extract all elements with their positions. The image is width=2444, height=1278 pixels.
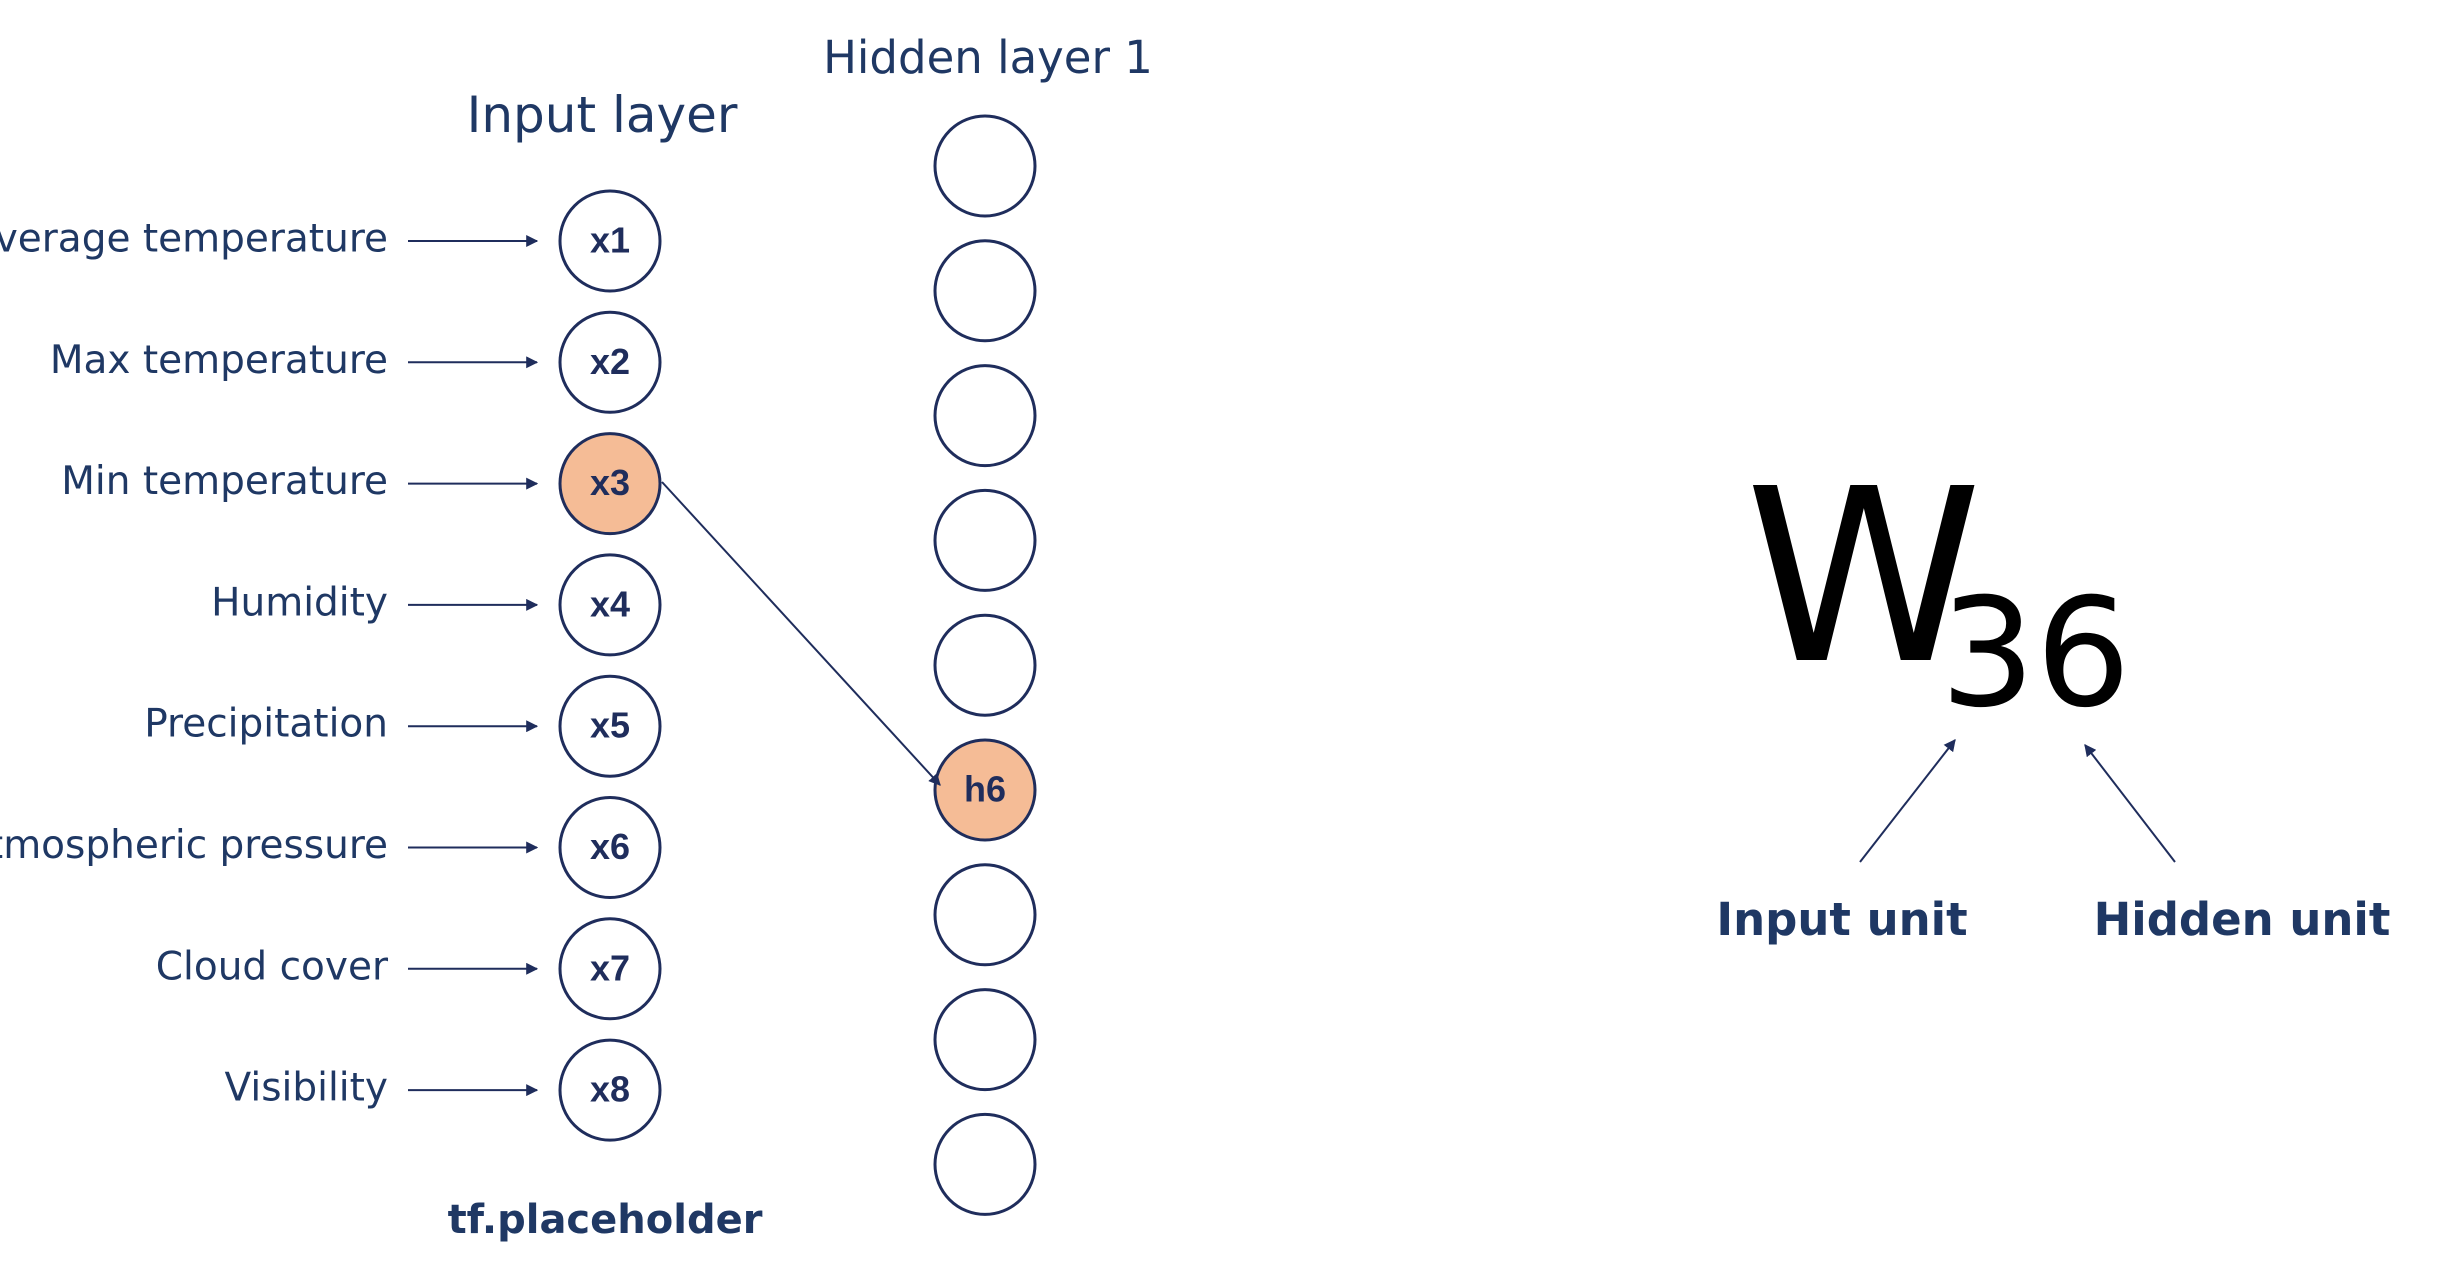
input-node-circle (558, 796, 662, 899)
input-node-circle (558, 1038, 662, 1142)
input-node-label: x2 (590, 341, 630, 382)
feature-label-visibility: Visibility (225, 1066, 388, 1111)
hidden-node-9 (933, 1112, 1037, 1216)
hidden-node-label: h6 (964, 769, 1006, 810)
hidden-node-8 (933, 988, 1037, 1092)
feature-label-precipitation: Precipitation (144, 702, 388, 747)
input-node-circle (558, 432, 662, 536)
hidden-node-4 (933, 488, 1037, 592)
input-node-label: x7 (590, 947, 630, 988)
input-node-x4: x4 (558, 553, 662, 657)
hidden-unit-label: Hidden unit (2094, 893, 2391, 946)
input-nodes: x1 x2 x3 x4 x5 x6 x7 x8 (558, 189, 662, 1142)
hidden-node-5 (933, 613, 1037, 717)
feature-label-humidity: Humidity (211, 580, 388, 625)
feature-arrows (408, 235, 539, 1097)
feature-label-atmospheric-pressure: Atmospheric pressure (0, 823, 388, 868)
hidden-layer-title: Hidden layer 1 (823, 31, 1153, 84)
input-node-x1: x1 (558, 189, 662, 293)
input-node-circle (558, 310, 662, 414)
input-node-label: x3 (590, 462, 630, 503)
feature-label-min-temperature: Min temperature (61, 459, 388, 504)
weight-symbol: W (1745, 437, 1982, 717)
connection-x3-h6-arrow (661, 481, 941, 786)
hidden-unit-arrow (2084, 744, 2176, 863)
input-node-circle (558, 553, 662, 657)
input-node-label: x6 (590, 826, 630, 867)
input-node-label: x1 (590, 220, 630, 261)
feature-label-average-temperature: Average temperature (0, 217, 388, 262)
hidden-node-circle (933, 488, 1037, 592)
hidden-node-circle (933, 613, 1037, 717)
input-node-label: x5 (590, 705, 630, 746)
hidden-node-3 (933, 364, 1037, 468)
feature-label-max-temperature: Max temperature (50, 338, 388, 383)
hidden-node-circle (933, 1112, 1037, 1216)
input-node-label: x8 (590, 1069, 630, 1110)
input-node-x7: x7 (558, 917, 662, 1021)
hidden-node-circle (933, 239, 1037, 343)
hidden-node-circle (933, 114, 1037, 218)
input-node-x6: x6 (558, 796, 662, 899)
input-node-circle (558, 189, 662, 293)
input-node-circle (558, 917, 662, 1021)
input-node-label: x4 (590, 583, 630, 624)
input-node-x3: x3 (558, 432, 662, 536)
weight-subscript: 36 (1940, 567, 2131, 741)
input-layer-title: Input layer (467, 86, 738, 144)
hidden-node-2 (933, 239, 1037, 343)
hidden-node-7 (933, 863, 1037, 967)
feature-label-cloud-cover: Cloud cover (156, 944, 389, 989)
input-node-circle (558, 674, 662, 778)
hidden-node-circle (933, 738, 1037, 842)
hidden-node-circle (933, 863, 1037, 967)
input-node-x8: x8 (558, 1038, 662, 1142)
hidden-node-circle (933, 988, 1037, 1092)
input-unit-label: Input unit (1716, 893, 1967, 946)
input-node-x5: x5 (558, 674, 662, 778)
hidden-nodes: h6 (933, 114, 1037, 1216)
hidden-node-circle (933, 364, 1037, 468)
input-node-x2: x2 (558, 310, 662, 414)
input-unit-arrow (1859, 739, 1956, 863)
tf-placeholder-label: tf.placeholder (448, 1197, 763, 1243)
hidden-node-6: h6 (933, 738, 1037, 842)
hidden-node-1 (933, 114, 1037, 218)
